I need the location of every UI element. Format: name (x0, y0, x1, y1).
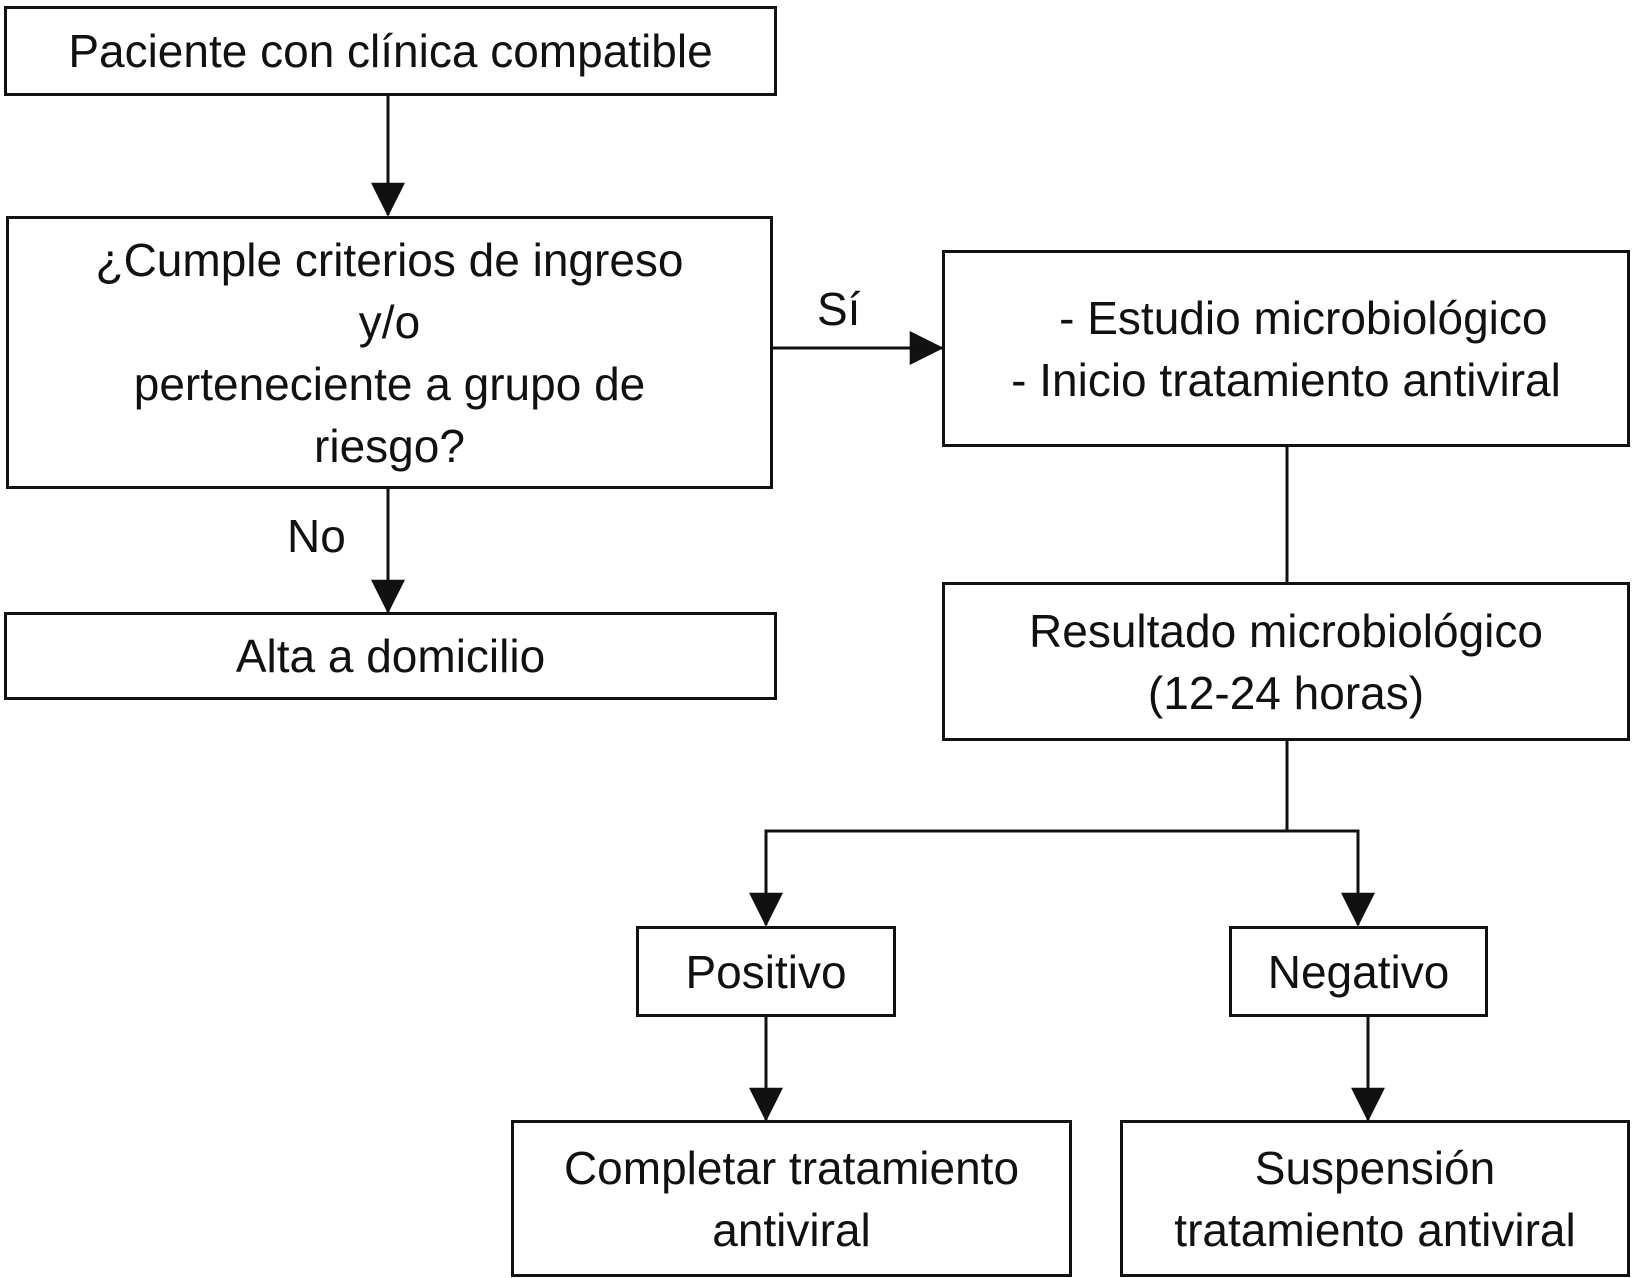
decision-line: ¿Cumple criterios de ingreso (95, 233, 684, 286)
complete-line: antiviral (712, 1203, 871, 1256)
arrow-split-to-positive (749, 829, 1287, 927)
complete-line: Completar tratamiento (563, 1141, 1020, 1194)
result-line: Resultado microbiológico (1029, 604, 1543, 657)
start-node-label: Paciente con clínica compatible (68, 25, 713, 77)
decision-line: riesgo? (314, 419, 465, 472)
result-line: (12-24 horas) (1147, 666, 1425, 719)
study-node: - Estudio microbiológico - Inicio tratam… (942, 250, 1630, 447)
suspend-node: Suspensión tratamiento antiviral (1120, 1120, 1630, 1277)
edge-label-no: No (287, 510, 346, 562)
result-node: Resultado microbiológico (12-24 horas) (942, 582, 1630, 741)
suspend-line: tratamiento antiviral (1174, 1203, 1576, 1256)
negative-node-label: Negativo (1267, 945, 1450, 998)
edge-label-yes: Sí (817, 283, 861, 335)
decision-node: ¿Cumple criterios de ingreso y/o pertene… (6, 216, 773, 489)
arrow-split-to-negative (1287, 829, 1375, 927)
study-line: - Estudio microbiológico (1059, 291, 1548, 344)
positive-node-label: Positivo (685, 945, 847, 998)
decision-line: y/o (358, 295, 421, 348)
study-line: - Inicio tratamiento antiviral (1011, 353, 1561, 406)
positive-node: Positivo (636, 926, 896, 1017)
complete-node: Completar tratamiento antiviral (511, 1120, 1072, 1277)
discharge-node: Alta a domicilio (4, 612, 777, 700)
start-node: Paciente con clínica compatible (4, 6, 777, 96)
negative-node: Negativo (1229, 926, 1488, 1017)
decision-line: perteneciente a grupo de (133, 357, 646, 410)
suspend-line: Suspensión (1254, 1141, 1496, 1194)
discharge-node-label: Alta a domicilio (235, 630, 546, 682)
